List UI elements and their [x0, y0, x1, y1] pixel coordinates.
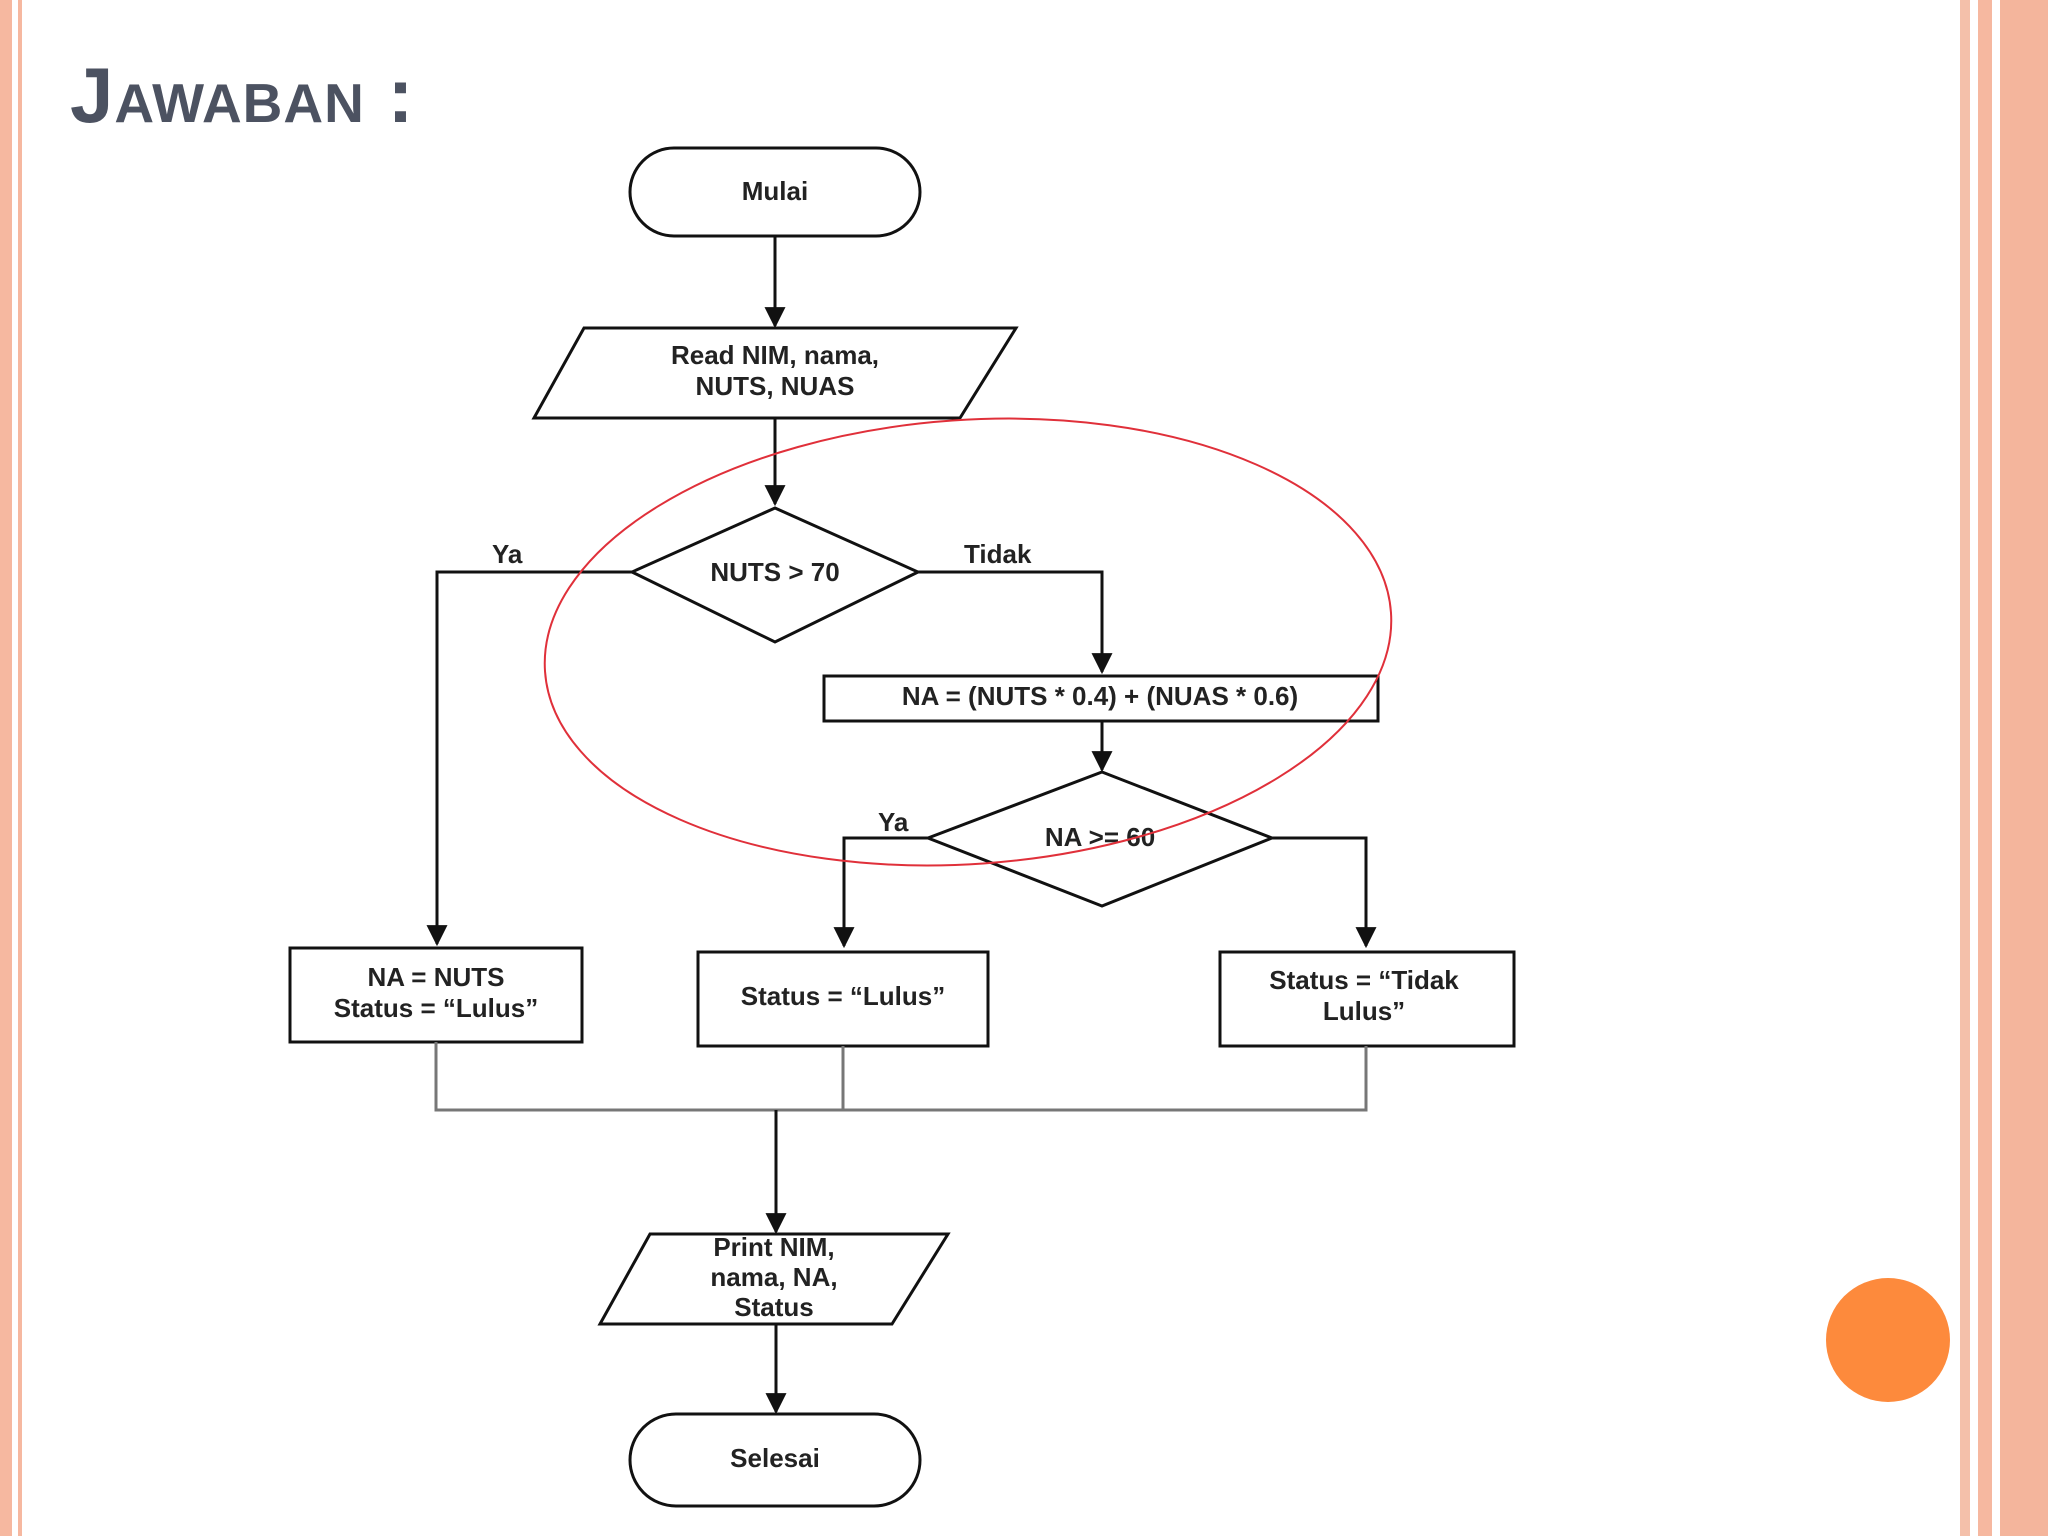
output-parallelogram: Print NIM, nama, NA, Status: [597, 1232, 951, 1326]
decision-1-yes-label: Ya: [492, 539, 523, 569]
slide-title: Jawaban :: [70, 51, 415, 139]
box-na-equals-nuts: NA = NUTS Status = “Lulus”: [288, 946, 584, 1044]
input-parallelogram: Read NIM, nama, NUTS, NUAS: [531, 326, 1019, 420]
output-line-2: nama, NA,: [710, 1262, 837, 1292]
box-status-lulus: Status = “Lulus”: [696, 950, 990, 1048]
decision-1-no-label: Tidak: [964, 539, 1032, 569]
left-border-band: [0, 0, 12, 1536]
arrow-decision-1-yes: [426, 570, 632, 947]
end-label: Selesai: [730, 1443, 820, 1473]
decision-nuts-diamond: NUTS > 70: [628, 506, 922, 644]
start-terminal: Mulai: [628, 146, 922, 238]
output-line-3: Status: [734, 1292, 813, 1322]
right-border-line: [1960, 0, 1970, 1536]
merge-connectors: [434, 1042, 1368, 1112]
right-border-band: [1978, 0, 1992, 1536]
decision-na-diamond: NA >= 60: [923, 770, 1277, 908]
process-na-label: NA = (NUTS * 0.4) + (NUAS * 0.6): [902, 681, 1298, 711]
end-terminal: Selesai: [628, 1412, 922, 1508]
box-left-line-2: Status = “Lulus”: [334, 993, 538, 1023]
highlight-ellipse: [543, 417, 1393, 867]
decision-2-yes-label: Ya: [878, 807, 909, 837]
start-label: Mulai: [742, 176, 808, 206]
box-right-line-1: Status = “Tidak: [1269, 965, 1459, 995]
decision-nuts-label: NUTS > 70: [710, 557, 839, 587]
left-border-line: [18, 0, 22, 1536]
process-na-box: NA = (NUTS * 0.4) + (NUAS * 0.6): [822, 674, 1380, 723]
box-left-line-1: NA = NUTS: [368, 962, 505, 992]
input-label-line-2: NUTS, NUAS: [696, 371, 855, 401]
arrow-decision-1-no: [918, 570, 1113, 675]
box-status-tidak-lulus: Status = “Tidak Lulus”: [1218, 950, 1516, 1048]
box-middle-label: Status = “Lulus”: [741, 981, 945, 1011]
output-line-1: Print NIM,: [713, 1232, 834, 1262]
arrow-decision-2-yes: [833, 836, 928, 949]
box-right-line-2: Lulus”: [1323, 996, 1405, 1026]
arrow-decision-2-no: [1272, 836, 1377, 949]
input-label-line-1: Read NIM, nama,: [671, 340, 879, 370]
orange-dot: [1826, 1278, 1950, 1402]
right-border-strip: [2000, 0, 2048, 1536]
